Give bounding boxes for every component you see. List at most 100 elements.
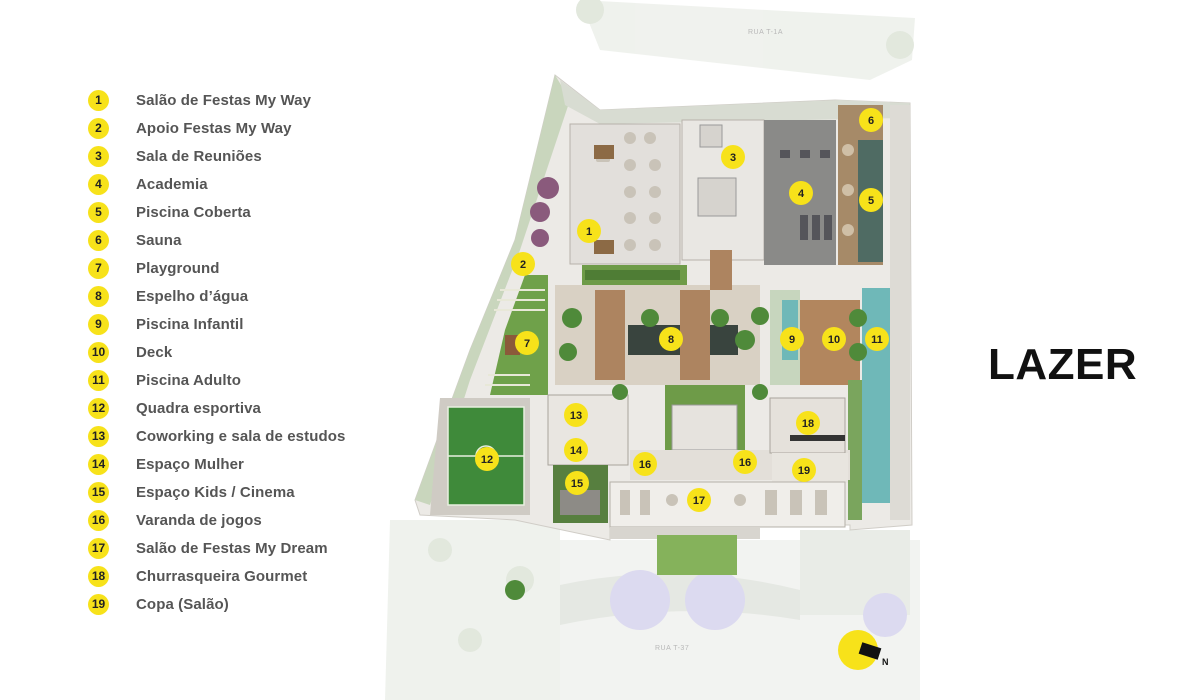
legend-label: Quadra esportiva bbox=[136, 399, 261, 417]
legend-label: Apoio Festas My Way bbox=[136, 119, 292, 137]
plan-marker: 8 bbox=[659, 327, 683, 351]
legend-item: 12 Quadra esportiva bbox=[88, 394, 345, 422]
plan-marker-number: 19 bbox=[798, 465, 810, 477]
legend-number-badge: 13 bbox=[88, 425, 109, 447]
legend-number-badge: 3 bbox=[88, 145, 109, 167]
plan-marker-number: 9 bbox=[789, 334, 795, 346]
area-coworking bbox=[547, 394, 629, 466]
legend-number-badge: 17 bbox=[88, 537, 109, 559]
legend-label: Deck bbox=[136, 343, 173, 361]
plan-marker: 11 bbox=[865, 327, 889, 351]
legend-number-badge: 1 bbox=[88, 89, 109, 111]
legend-label: Sala de Reuniões bbox=[136, 147, 262, 165]
plan-marker: 12 bbox=[475, 447, 499, 471]
legend-item: 15 Espaço Kids / Cinema bbox=[88, 478, 345, 506]
plan-marker-number: 2 bbox=[520, 259, 526, 271]
legend: 1 Salão de Festas My Way 2 Apoio Festas My … bbox=[88, 86, 345, 618]
legend-item: 17 Salão de Festas My Dream bbox=[88, 534, 345, 562]
legend-label: Churrasqueira Gourmet bbox=[136, 567, 308, 585]
legend-item: 9 Piscina Infantil bbox=[88, 310, 345, 338]
legend-label: Espaço Kids / Cinema bbox=[136, 483, 295, 501]
legend-number-badge: 5 bbox=[88, 201, 109, 223]
plan-marker: 15 bbox=[565, 471, 589, 495]
legend-label: Coworking e sala de estudos bbox=[136, 427, 346, 445]
legend-item: 1 Salão de Festas My Way bbox=[88, 86, 345, 114]
plan-marker-number: 17 bbox=[693, 495, 705, 507]
legend-number-badge: 18 bbox=[88, 565, 109, 587]
plan-marker-number: 11 bbox=[871, 334, 883, 346]
legend-label: Academia bbox=[136, 175, 208, 193]
plan-marker: 9 bbox=[780, 327, 804, 351]
legend-label: Piscina Coberta bbox=[136, 203, 251, 221]
legend-item: 14 Espaço Mulher bbox=[88, 450, 345, 478]
legend-label: Espelho d’água bbox=[136, 287, 249, 305]
plan-marker-number: 12 bbox=[481, 454, 493, 466]
legend-number-badge: 9 bbox=[88, 313, 109, 335]
legend-label: Espaço Mulher bbox=[136, 455, 244, 473]
plan-marker: 5 bbox=[859, 188, 883, 212]
legend-label: Sauna bbox=[136, 231, 182, 249]
legend-label: Piscina Infantil bbox=[136, 315, 244, 333]
legend-item: 2 Apoio Festas My Way bbox=[88, 114, 345, 142]
plan-marker-number: 7 bbox=[524, 338, 530, 350]
plan-marker: 7 bbox=[515, 331, 539, 355]
plan-marker-number: 16 bbox=[739, 457, 751, 469]
north-compass: N bbox=[838, 630, 889, 670]
compass-label: N bbox=[882, 657, 889, 667]
legend-number-badge: 12 bbox=[88, 397, 109, 419]
plan-marker-number: 10 bbox=[828, 334, 840, 346]
surroundings bbox=[385, 0, 920, 700]
plan-marker-number: 1 bbox=[586, 226, 592, 238]
plan-marker-number: 5 bbox=[868, 195, 874, 207]
plan-marker: 10 bbox=[822, 327, 846, 351]
legend-label: Piscina Adulto bbox=[136, 371, 242, 389]
plan-marker: 1 bbox=[577, 219, 601, 243]
plan-marker-number: 4 bbox=[798, 188, 805, 200]
legend-label: Copa (Salão) bbox=[136, 595, 229, 613]
legend-label: Salão de Festas My Dream bbox=[136, 539, 328, 557]
legend-number-badge: 7 bbox=[88, 257, 109, 279]
legend-number-badge: 11 bbox=[88, 369, 109, 391]
legend-label: Salão de Festas My Way bbox=[136, 91, 312, 109]
legend-number-badge: 8 bbox=[88, 285, 109, 307]
page-title: LAZER bbox=[988, 340, 1138, 389]
legend-item: 3 Sala de Reuniões bbox=[88, 142, 345, 170]
legend-number-badge: 4 bbox=[88, 173, 109, 195]
legend-label: Playground bbox=[136, 259, 220, 277]
plan-marker: 6 bbox=[859, 108, 883, 132]
legend-item: 13 Coworking e sala de estudos bbox=[88, 422, 345, 450]
plan-marker: 4 bbox=[789, 181, 813, 205]
legend-item: 11 Piscina Adulto bbox=[88, 366, 345, 394]
plan-marker: 2 bbox=[511, 252, 535, 276]
plan-marker-number: 14 bbox=[570, 445, 583, 457]
plan-marker-number: 18 bbox=[802, 418, 814, 430]
plan-marker: 14 bbox=[564, 438, 588, 462]
plan-marker: 17 bbox=[687, 488, 711, 512]
plan-marker-number: 6 bbox=[868, 115, 874, 127]
plan-marker: 16 bbox=[733, 450, 757, 474]
plan-marker-number: 13 bbox=[570, 410, 582, 422]
legend-item: 8 Espelho d’água bbox=[88, 282, 345, 310]
plan-marker-number: 15 bbox=[571, 478, 583, 490]
legend-item: 5 Piscina Coberta bbox=[88, 198, 345, 226]
street-label-bottom: RUA T-37 bbox=[655, 645, 689, 652]
plan-marker: 18 bbox=[796, 411, 820, 435]
legend-number-badge: 16 bbox=[88, 509, 109, 531]
area-adult-pool bbox=[862, 288, 890, 503]
plan-marker-number: 3 bbox=[730, 152, 736, 164]
legend-number-badge: 2 bbox=[88, 117, 109, 139]
legend-number-badge: 15 bbox=[88, 481, 109, 503]
legend-item: 7 Playground bbox=[88, 254, 345, 282]
street-label-top: RUA T-1A bbox=[748, 29, 783, 36]
legend-number-badge: 14 bbox=[88, 453, 109, 475]
plan-marker-number: 8 bbox=[668, 334, 674, 346]
legend-item: 16 Varanda de jogos bbox=[88, 506, 345, 534]
plan-marker: 13 bbox=[564, 403, 588, 427]
plan-marker-number: 16 bbox=[639, 459, 651, 471]
plan-marker: 16 bbox=[633, 452, 657, 476]
legend-label: Varanda de jogos bbox=[136, 511, 262, 529]
